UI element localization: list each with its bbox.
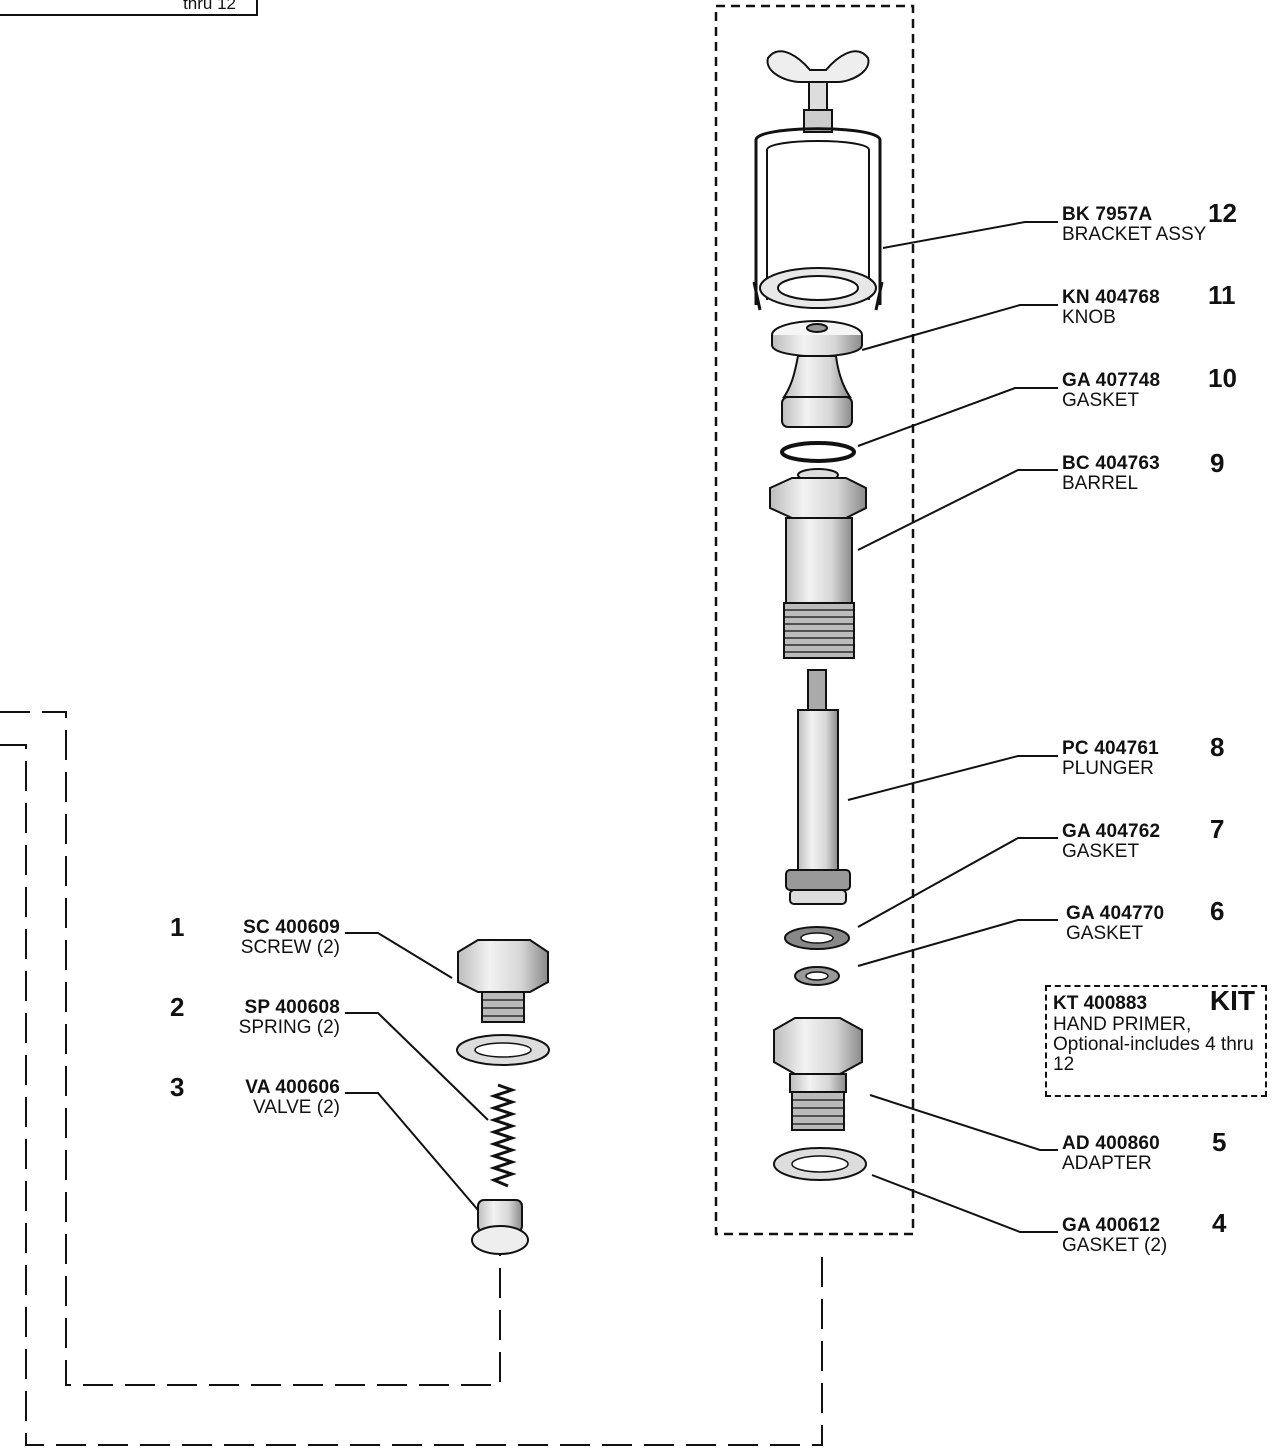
valve-drawing [471, 1199, 529, 1255]
spring-drawing [489, 1083, 517, 1188]
part-number-12: BK 7957A [1062, 204, 1153, 225]
callout-number-5: 5 [1212, 1127, 1227, 1157]
part-label-8: PC 404761 PLUNGER [1062, 739, 1159, 779]
part-name-10: GASKET [1062, 389, 1140, 411]
leader-lines [345, 221, 1058, 1233]
callout-number-6: 6 [1210, 896, 1225, 926]
part-number-7: GA 404762 [1062, 821, 1161, 842]
part-name-3: VALVE (2) [253, 1096, 340, 1118]
part-label-10: GA 407748 GASKET [1062, 371, 1160, 411]
kit-description: HAND PRIMER, Optional-includes 4 thru 12 [1053, 1014, 1254, 1075]
kit-part-number: KT 400883 [1053, 993, 1148, 1014]
knob-drawing [771, 320, 863, 428]
part-label-5: AD 400860 ADAPTER [1062, 1134, 1160, 1174]
part-name-2: SPRING (2) [238, 1016, 340, 1038]
part-name-9: BARREL [1062, 472, 1139, 494]
part-name-7: GASKET [1062, 840, 1140, 862]
cropped-callout-box: thru 12 [0, 0, 258, 16]
barrel-drawing [769, 468, 867, 659]
part-number-3: VA 400606 [245, 1077, 340, 1098]
callout-number-12: 12 [1208, 198, 1237, 228]
part-label-4: GA 400612 GASKET (2) [1062, 1216, 1167, 1256]
part-name-12: BRACKET ASSY [1062, 223, 1207, 245]
part-name-5: ADAPTER [1062, 1152, 1152, 1174]
part-number-6: GA 404770 [1066, 903, 1165, 924]
adapter-drawing [773, 1017, 863, 1131]
part-number-2: SP 400608 [244, 997, 340, 1018]
callout-number-8: 8 [1210, 732, 1225, 762]
callout-number-2: 2 [170, 992, 185, 1022]
part-label-7: GA 404762 GASKET [1062, 822, 1160, 862]
bracket-assy-drawing [752, 50, 884, 311]
part-number-9: BC 404763 [1062, 453, 1160, 474]
part-name-4: GASKET (2) [1062, 1234, 1168, 1256]
part-label-12: BK 7957A BRACKET ASSY [1062, 205, 1206, 245]
part-label-9: BC 404763 BARREL [1062, 454, 1160, 494]
callout-number-11: 11 [1208, 280, 1236, 310]
kit-callout-box: KT 400883 KIT HAND PRIMER, Optional-incl… [1045, 985, 1267, 1097]
callout-number-9: 9 [1210, 448, 1225, 478]
part-label-6: GA 404770 GASKET [1066, 904, 1164, 944]
part-number-10: GA 407748 [1062, 370, 1161, 391]
part-label-2: SP 400608 SPRING (2) [239, 998, 340, 1038]
kit-title: KIT [1209, 985, 1255, 1016]
kit-boundary [714, 4, 915, 1236]
part-label-11: KN 404768 KNOB [1062, 288, 1160, 328]
part-number-5: AD 400860 [1062, 1133, 1160, 1154]
callout-number-10: 10 [1208, 363, 1237, 393]
part-name-6: GASKET [1066, 922, 1144, 944]
part-number-1: SC 400609 [243, 917, 340, 938]
part-label-3: VA 400606 VALVE (2) [245, 1078, 340, 1118]
plunger-drawing [785, 669, 851, 905]
callout-number-7: 7 [1210, 814, 1225, 844]
screw-drawing [456, 939, 550, 1066]
callout-number-1: 1 [170, 912, 185, 942]
part-name-8: PLUNGER [1062, 757, 1154, 779]
part-number-8: PC 404761 [1062, 738, 1159, 759]
assembly-routing-lines [0, 711, 823, 1446]
gasket-10-drawing [780, 441, 856, 463]
cropped-callout-text: thru 12 [183, 0, 236, 13]
callout-number-4: 4 [1212, 1208, 1227, 1238]
callout-number-3: 3 [170, 1072, 185, 1102]
part-number-4: GA 400612 [1062, 1215, 1161, 1236]
part-name-1: SCREW (2) [240, 936, 340, 958]
part-name-11: KNOB [1062, 306, 1116, 328]
part-label-1: SC 400609 SCREW (2) [241, 918, 340, 958]
part-number-11: KN 404768 [1062, 287, 1160, 308]
